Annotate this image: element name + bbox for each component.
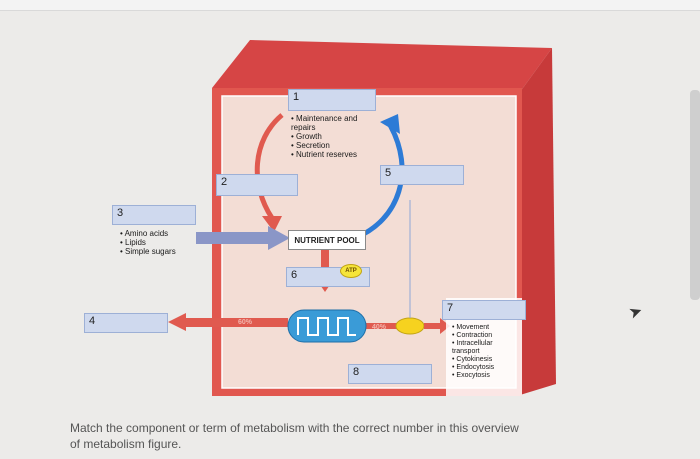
- list-item: Cytokinesis: [452, 356, 522, 364]
- answer-box-4[interactable]: 4: [84, 313, 168, 333]
- list-item: Growth: [291, 132, 371, 141]
- blue-cycle-arrowhead: [380, 114, 400, 134]
- down-arrow-body: [321, 250, 329, 278]
- blue-cycle-arrow: [354, 123, 405, 241]
- answer-box-5[interactable]: 5: [380, 165, 464, 185]
- list-item: Maintenance and repairs: [291, 114, 371, 132]
- heat-arrow-body: [184, 318, 288, 327]
- list-item: Intracellular transport: [452, 340, 522, 356]
- atp-oval: [395, 317, 425, 335]
- atp-arrow-body: [366, 323, 402, 329]
- red-cycle-arrowhead: [262, 216, 282, 232]
- answer-box-1[interactable]: 1: [288, 89, 376, 111]
- heat-arrow-head: [168, 313, 186, 331]
- input-arrow-head: [268, 226, 290, 250]
- question-caption: Match the component or term of metabolis…: [70, 421, 519, 451]
- mitochondrion-cristae: [297, 317, 356, 336]
- cell-right-face: [520, 48, 556, 395]
- answer-box-7[interactable]: 7: [442, 300, 526, 320]
- anabolism-list: Maintenance and repairs Growth Secretion…: [291, 114, 371, 159]
- percent-60-label: 60%: [238, 319, 253, 326]
- scrollbar[interactable]: [690, 90, 700, 300]
- list-item: Endocytosis: [452, 364, 522, 372]
- list-item: Secretion: [291, 141, 371, 150]
- red-cycle-arrow: [254, 113, 284, 220]
- answer-box-3[interactable]: 3: [112, 205, 196, 225]
- list-item: Amino acids: [120, 229, 196, 238]
- nutrient-list: Amino acids Lipids Simple sugars: [120, 229, 196, 256]
- atp-badge: ATP: [340, 264, 362, 278]
- percent-40-label: 40%: [372, 324, 387, 331]
- nutrient-pool-label: NUTRIENT POOL: [288, 230, 366, 250]
- browser-top-bar: [0, 0, 700, 11]
- answer-box-8[interactable]: 8: [348, 364, 432, 384]
- list-item: Contraction: [452, 332, 522, 340]
- cell-work-list: Movement Contraction Intracellular trans…: [452, 324, 522, 380]
- work-arrow-body: [424, 323, 442, 329]
- cell-top-face: [212, 40, 552, 92]
- list-item: Exocytosis: [452, 372, 522, 380]
- answer-box-2[interactable]: 2: [216, 174, 298, 196]
- work-arrow-head: [440, 318, 450, 334]
- list-item: Lipids: [120, 238, 196, 247]
- list-item: Nutrient reserves: [291, 150, 371, 159]
- input-arrow-body: [196, 232, 270, 244]
- list-item: Simple sugars: [120, 247, 196, 256]
- list-item: Movement: [452, 324, 522, 332]
